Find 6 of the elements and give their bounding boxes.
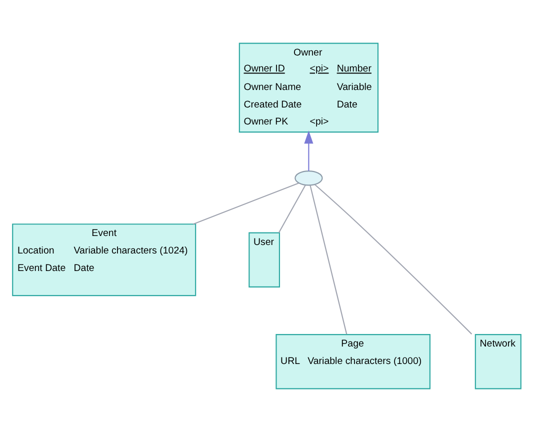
- connector: [314, 184, 472, 334]
- node-semicircle: [294, 170, 323, 186]
- connector: [310, 185, 348, 334]
- connector: [193, 182, 299, 225]
- connector: [278, 184, 306, 233]
- arrow: [304, 130, 314, 171]
